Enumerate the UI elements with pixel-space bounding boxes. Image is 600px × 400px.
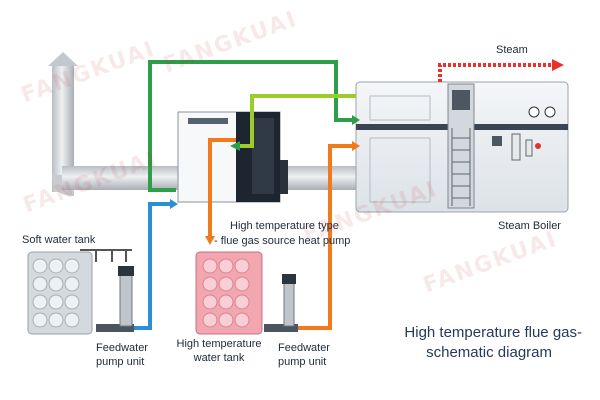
steam-line — [438, 63, 552, 82]
steam-boiler-label: Steam Boiler — [498, 220, 561, 232]
gauge-icon — [528, 106, 556, 118]
hot-tank-label-1: High temperature — [176, 338, 262, 350]
heat-pump-label-line2: - flue gas source heat pump — [214, 235, 351, 247]
yellowgreen-loop-pipe — [238, 94, 356, 148]
feedwater-pump-right — [264, 274, 298, 332]
feedwater-pump-left-label-1: Feedwater — [96, 342, 148, 354]
heat-pump-unit — [177, 111, 288, 203]
orange-arrow-down-icon — [205, 236, 215, 245]
orange-arrow-right-icon — [352, 141, 360, 151]
flue-pipe — [48, 52, 356, 196]
blue-feed-pipe — [132, 202, 170, 330]
orange-feed-pipe — [296, 144, 352, 330]
steam-arrow-icon — [552, 59, 564, 71]
ladder-icon — [451, 128, 471, 206]
caption-line1: High temperature flue gas- — [404, 324, 582, 341]
orange-hot-pipe — [208, 138, 236, 238]
steam-boiler — [355, 81, 569, 213]
green-loop-arrow-icon — [352, 115, 360, 125]
yellowgreen-loop-arrow-icon — [230, 141, 240, 151]
feedwater-pump-right-label-1: Feedwater — [278, 342, 330, 354]
blue-arrow-icon — [170, 199, 178, 209]
caption-line2: schematic diagram — [426, 344, 552, 361]
soft-water-tank — [27, 249, 132, 335]
steam-label: Steam — [496, 44, 528, 56]
hot-tank-label-2: water tank — [193, 352, 245, 364]
green-loop-pipe — [148, 60, 352, 192]
high-temperature-water-tank — [195, 251, 263, 335]
exhaust-arrow-icon — [48, 52, 78, 66]
heat-pump-label-line1: High temperature type — [230, 220, 339, 232]
feedwater-pump-right-label-2: pump unit — [278, 356, 327, 368]
feedwater-pump-left-label-2: pump unit — [96, 356, 145, 368]
feedwater-pump-left — [96, 266, 134, 332]
soft-water-tank-label: Soft water tank — [22, 234, 96, 246]
